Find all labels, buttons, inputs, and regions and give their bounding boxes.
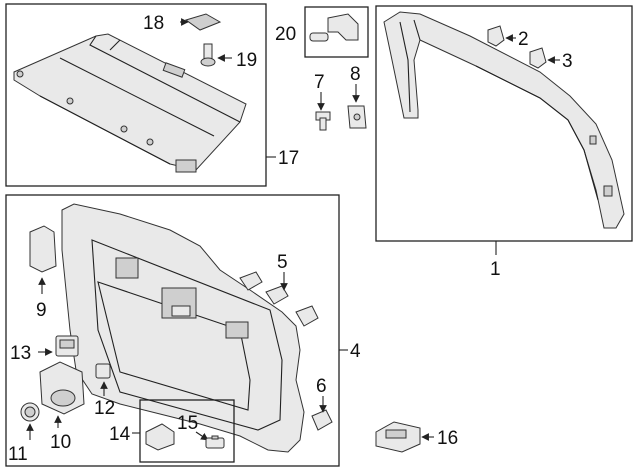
clip-2 — [487, 25, 505, 47]
nut — [347, 105, 367, 129]
part-20-frame — [304, 6, 369, 58]
callout-20: 20 — [275, 24, 296, 45]
bulb — [205, 435, 225, 449]
callout-9: 9 — [36, 300, 47, 321]
push-clip — [200, 43, 216, 67]
callout-10: 10 — [50, 432, 71, 453]
callout-2: 2 — [518, 29, 529, 50]
callout-12: 12 — [94, 398, 115, 419]
callout-5: 5 — [277, 252, 288, 273]
cargo-cover-frame — [5, 3, 267, 187]
clip-6 — [311, 409, 333, 431]
clip-20 — [309, 13, 359, 42]
callout-1: 1 — [490, 259, 501, 280]
side-trim-frame-box — [375, 5, 633, 242]
callout-14: 14 — [109, 424, 131, 445]
callout-16: 16 — [437, 428, 458, 449]
clip-3 — [529, 47, 547, 69]
cap — [95, 363, 111, 379]
cargo-cover — [13, 33, 247, 173]
callout-3: 3 — [562, 51, 573, 72]
cargo-cover-badge — [184, 13, 222, 31]
callout-18: 18 — [143, 13, 164, 34]
callout-17: 17 — [278, 148, 299, 169]
lamp-housing — [145, 423, 175, 451]
switch — [55, 335, 79, 357]
callout-4: 4 — [350, 341, 361, 362]
speaker-cover — [39, 361, 85, 415]
callout-15: 15 — [177, 413, 198, 434]
lamp-group-frame — [139, 399, 235, 463]
door-trim-panel — [61, 203, 305, 453]
callout-8: 8 — [350, 64, 361, 85]
courtesy-lamp — [375, 421, 421, 453]
callout-13: 13 — [10, 343, 31, 364]
callout-7: 7 — [314, 72, 325, 93]
callout-11: 11 — [8, 444, 28, 465]
callout-6: 6 — [316, 376, 327, 397]
bolt — [315, 111, 331, 131]
door-trim-frame — [5, 194, 340, 467]
plug — [20, 402, 40, 422]
side-trim-frame — [383, 11, 625, 229]
callout-19: 19 — [236, 50, 257, 71]
hook-cover — [29, 225, 57, 273]
